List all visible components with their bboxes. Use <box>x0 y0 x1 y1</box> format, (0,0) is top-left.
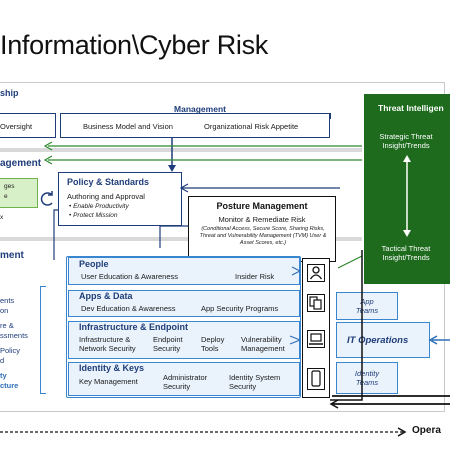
row-people: People User Education & Awareness Inside… <box>68 257 300 285</box>
left-label-2: on <box>0 305 9 315</box>
left-label-3: re & <box>0 321 14 330</box>
left-label-1: ents <box>0 296 15 305</box>
management-label: Management <box>174 104 226 114</box>
left-label-6: d <box>0 355 5 365</box>
green-box-line-2: e <box>4 193 8 200</box>
left-label-4: ssments <box>0 330 28 340</box>
operations-label: Opera <box>412 425 441 436</box>
threat-title: Threat Intelligen <box>378 103 444 113</box>
row-apps-title: Apps & Data <box>79 291 133 301</box>
row-people-item-2: Insider Risk <box>235 272 275 281</box>
cycle-arrow-icon <box>40 191 53 206</box>
person-icon <box>307 264 325 282</box>
risk-appetite-label: Organizational Risk Appetite <box>204 122 299 131</box>
capability-rows-frame <box>66 256 301 398</box>
it-operations-label: IT Operations <box>347 335 409 346</box>
oversight-box: Oversight <box>0 113 56 138</box>
row-people-title: People <box>79 259 109 269</box>
green-box-line-1: ges <box>4 183 15 190</box>
row-identity-title: Identity & Keys <box>79 363 145 373</box>
band-divider-1 <box>0 148 362 152</box>
oversight-label: Oversight <box>0 122 33 131</box>
section-leadership-label: ship <box>0 88 19 98</box>
policy-standards-box: Policy & Standards Authoring and Approva… <box>58 172 182 226</box>
band-divider-2 <box>0 237 362 241</box>
row-infra-item-1: Infrastructure &Network Security <box>79 335 136 353</box>
left-label-5: Policy <box>0 346 21 355</box>
policy-subtitle: Authoring and Approval <box>67 192 145 201</box>
management-items-box: Business Model and Vision Organizational… <box>60 113 330 138</box>
row-infrastructure: Infrastructure & Endpoint Infrastructure… <box>68 321 300 359</box>
page-title: Information\Cyber Risk <box>0 30 268 60</box>
business-model-label: Business Model and Vision <box>83 122 173 131</box>
row-apps-data: Apps & Data Dev Education & Awareness Ap… <box>68 290 300 317</box>
policy-bullet-1: • Enable Productivity <box>69 203 129 210</box>
green-box: ges e <box>0 178 38 208</box>
posture-subtitle: Monitor & Remediate Risk <box>218 215 306 224</box>
posture-title: Posture Management <box>216 201 308 211</box>
row-apps-item-2: App Security Programs <box>201 304 279 313</box>
laptop-icon <box>307 330 325 348</box>
phone-icon <box>307 368 325 390</box>
posture-management-box: Posture Management Monitor & Remediate R… <box>188 196 336 262</box>
section-management-label: agement <box>0 158 42 169</box>
row-people-item-1: User Education & Awareness <box>81 272 178 281</box>
row-identity-keys: Identity & Keys Key Management Administr… <box>68 362 300 396</box>
threat-double-arrow-icon <box>403 155 411 237</box>
section-lower-label: ment <box>0 250 24 261</box>
green-box-partial: x <box>0 214 4 221</box>
left-label-8: cture <box>0 380 19 390</box>
left-bracket <box>40 286 46 394</box>
left-column-labels: ents on re & ssments Policy d ty cture <box>0 296 28 390</box>
row-identity-item-1: Key Management <box>79 377 138 386</box>
posture-details: (Conditional Access, Secure Score, Shari… <box>199 226 327 246</box>
policy-title: Policy & Standards <box>67 177 150 187</box>
row-apps-item-1: Dev Education & Awareness <box>81 304 176 313</box>
left-label-7: ty <box>0 371 7 380</box>
documents-icon <box>307 294 325 312</box>
it-operations-box: IT Operations <box>336 322 430 358</box>
policy-bullet-2: • Protect Mission <box>69 212 118 219</box>
row-infra-title: Infrastructure & Endpoint <box>79 322 189 332</box>
